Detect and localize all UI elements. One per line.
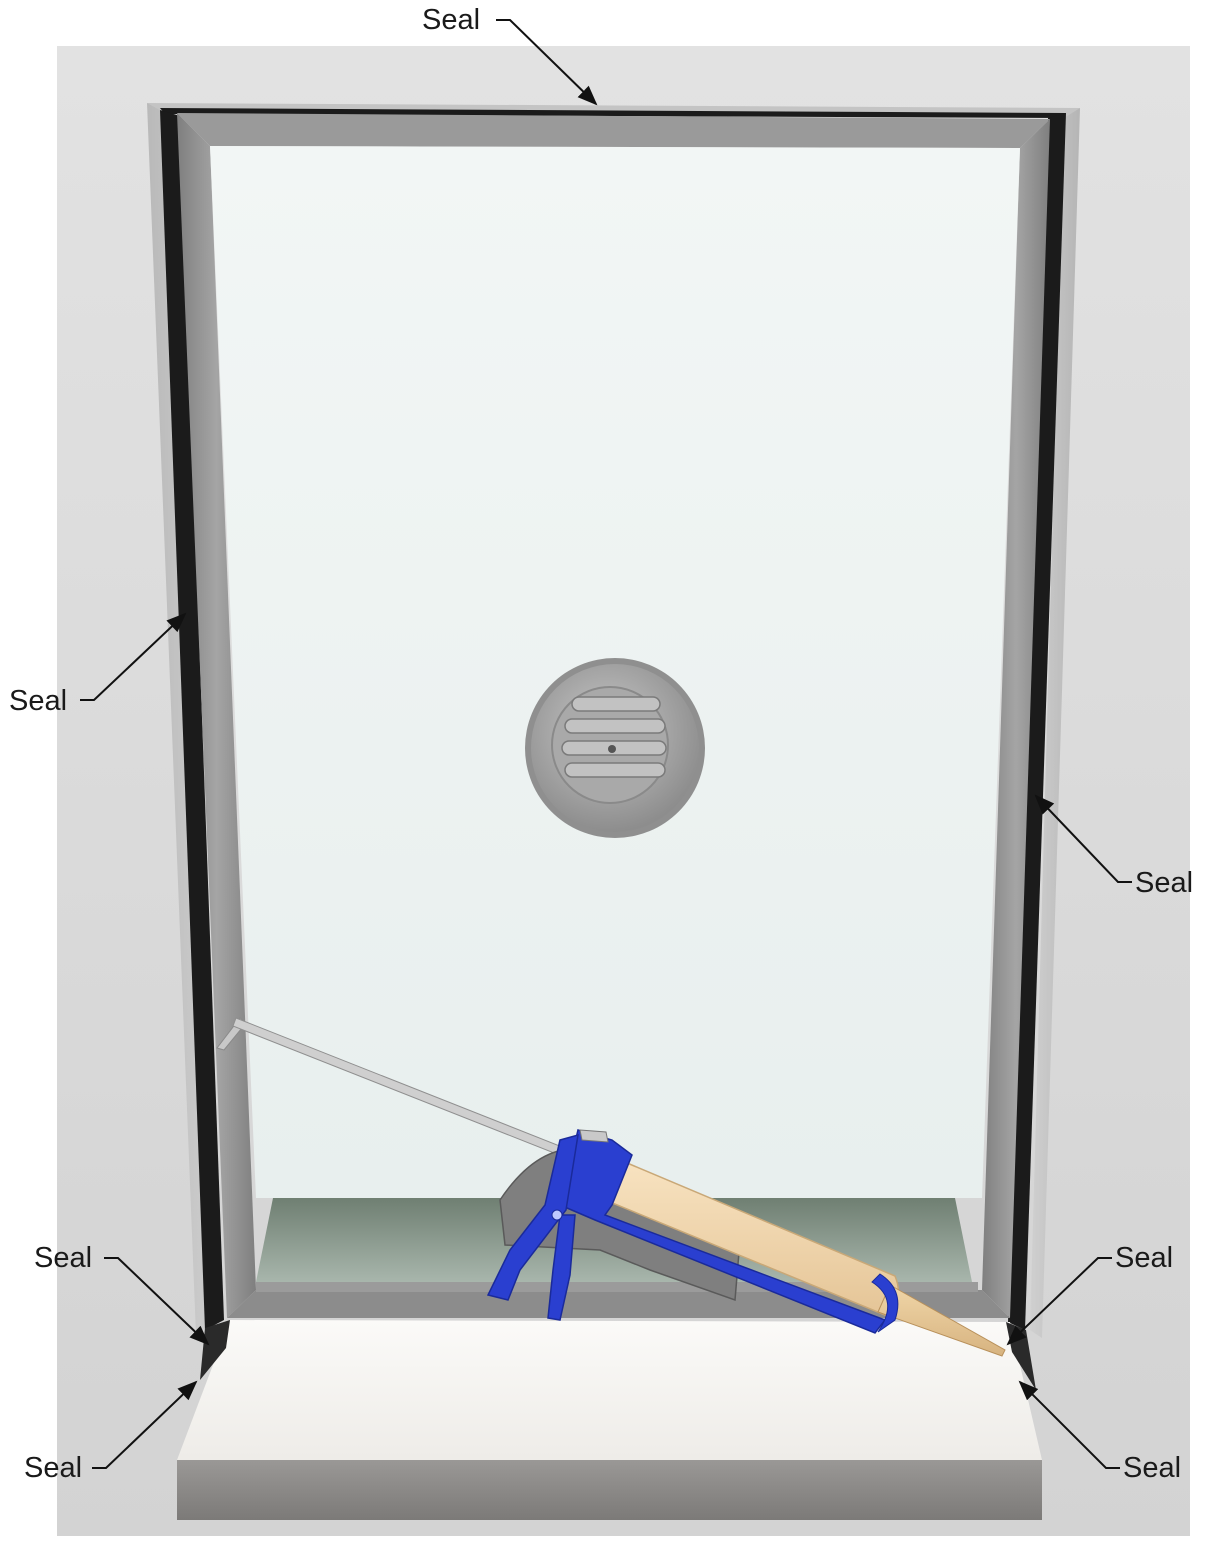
callout-seal-bottom-right-lower: Seal (1123, 1454, 1181, 1483)
round-vent-icon (525, 658, 705, 838)
callout-seal-bottom-left-lower: Seal (24, 1454, 82, 1483)
callout-seal-right-jamb: Seal (1135, 869, 1193, 898)
window-sill-front (177, 1460, 1042, 1520)
callout-seal-bottom-right-upper: Seal (1115, 1244, 1173, 1273)
callout-seal-top: Seal (422, 6, 480, 35)
window-sill-top (177, 1320, 1042, 1460)
callout-seal-bottom-left-upper: Seal (34, 1244, 92, 1273)
window-frame-top (177, 113, 1050, 148)
callout-seal-left-jamb: Seal (9, 687, 67, 716)
